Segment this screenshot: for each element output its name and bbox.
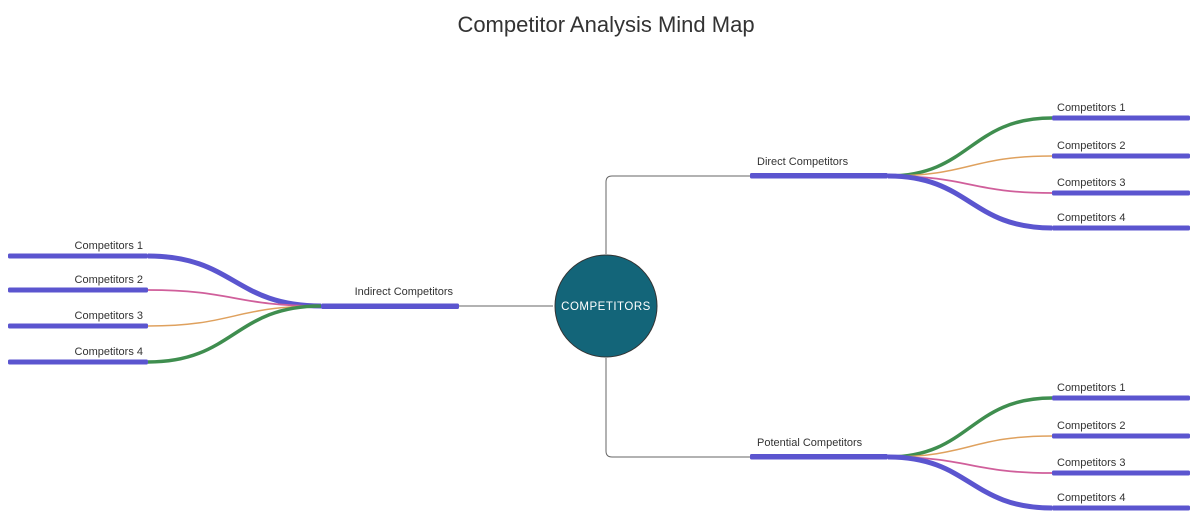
leaf-indirect-4: Competitors 4	[8, 346, 148, 365]
leaf-label[interactable]: Competitors 2	[1057, 420, 1125, 432]
link-direct-leaf4	[887, 173, 1053, 231]
leaf-potential-1: Competitors 1	[1052, 382, 1190, 401]
leaf-potential-4: Competitors 4	[1052, 492, 1190, 511]
leaf-bar[interactable]	[8, 359, 148, 365]
leaf-indirect-1: Competitors 1	[8, 240, 148, 259]
leaf-label[interactable]: Competitors 2	[75, 274, 143, 286]
leaf-indirect-2: Competitors 2	[8, 274, 148, 293]
leaf-bar[interactable]	[8, 253, 148, 259]
leaf-label[interactable]: Competitors 1	[1057, 102, 1125, 114]
leaf-label[interactable]: Competitors 4	[1057, 212, 1125, 224]
leaf-bar[interactable]	[1052, 153, 1190, 159]
leaf-bar[interactable]	[1052, 505, 1190, 511]
branch-direct-competitors: Direct Competitors Competitors 1 Competi…	[605, 102, 1190, 254]
leaf-label[interactable]: Competitors 3	[75, 310, 143, 322]
leaf-potential-3: Competitors 3	[1052, 457, 1190, 476]
connector-potential	[605, 358, 750, 458]
branch-label-potential[interactable]: Potential Competitors	[757, 437, 863, 449]
branch-bar-indirect[interactable]	[321, 303, 459, 310]
link-potential-leaf1	[887, 396, 1053, 459]
branch-label-indirect[interactable]: Indirect Competitors	[355, 286, 454, 298]
leaf-label[interactable]: Competitors 4	[75, 346, 143, 358]
leaf-direct-4: Competitors 4	[1052, 212, 1190, 231]
leaf-bar[interactable]	[1052, 433, 1190, 439]
leaf-bar[interactable]	[1052, 470, 1190, 476]
link-indirect-leaf1	[147, 253, 322, 309]
link-potential-leaf2	[887, 435, 1053, 458]
branch-indirect-competitors: Indirect Competitors Competitors 1 Compe…	[8, 240, 553, 365]
leaf-label[interactable]: Competitors 4	[1057, 492, 1125, 504]
leaf-bar[interactable]	[8, 323, 148, 329]
link-potential-leaf4	[887, 454, 1053, 511]
branch-label-direct[interactable]: Direct Competitors	[757, 156, 849, 168]
leaf-direct-2: Competitors 2	[1052, 140, 1190, 159]
leaf-bar[interactable]	[1052, 225, 1190, 231]
link-indirect-leaf4	[147, 304, 322, 364]
leaf-bar[interactable]	[1052, 395, 1190, 401]
link-direct-leaf1	[887, 116, 1053, 178]
root-node[interactable]: COMPETITORS	[554, 254, 658, 358]
leaf-label[interactable]: Competitors 2	[1057, 140, 1125, 152]
leaf-indirect-3: Competitors 3	[8, 310, 148, 329]
leaf-label[interactable]: Competitors 1	[1057, 382, 1125, 394]
connector-direct	[605, 175, 750, 254]
root-label[interactable]: COMPETITORS	[561, 301, 651, 313]
leaf-bar[interactable]	[8, 287, 148, 293]
branch-potential-competitors: Potential Competitors Competitors 1 Comp…	[605, 358, 1190, 511]
leaf-potential-2: Competitors 2	[1052, 420, 1190, 439]
branch-bar-potential[interactable]	[750, 454, 888, 460]
link-indirect-leaf2	[147, 289, 322, 307]
diagram-title: Competitor Analysis Mind Map	[457, 12, 754, 37]
link-direct-leaf2	[887, 155, 1053, 177]
leaf-label[interactable]: Competitors 3	[1057, 457, 1125, 469]
root-circle[interactable]	[554, 254, 658, 358]
leaf-direct-1: Competitors 1	[1052, 102, 1190, 121]
leaf-label[interactable]: Competitors 3	[1057, 177, 1125, 189]
leaf-bar[interactable]	[1052, 115, 1190, 121]
leaf-label[interactable]: Competitors 1	[75, 240, 143, 252]
leaf-direct-3: Competitors 3	[1052, 177, 1190, 196]
branch-bar-direct[interactable]	[750, 173, 888, 179]
leaf-bar[interactable]	[1052, 190, 1190, 196]
